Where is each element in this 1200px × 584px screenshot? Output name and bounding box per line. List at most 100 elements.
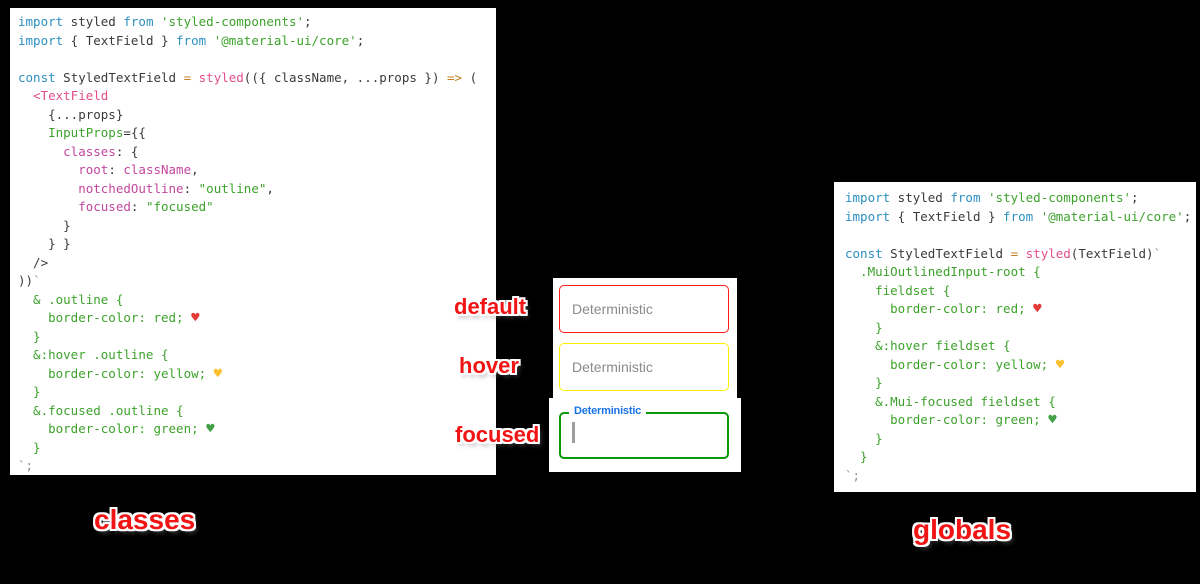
code-token: StyledTextField [55, 69, 184, 85]
code-line: import styled from 'styled-components'; [18, 13, 496, 32]
code-token: { TextField } [63, 32, 177, 48]
code-token: `; [845, 467, 861, 483]
code-line: } [845, 430, 1196, 449]
code-line: border-color: yellow; ♥ [845, 356, 1196, 375]
code-token: ; [1183, 208, 1192, 224]
code-token: { TextField } [890, 208, 1004, 224]
code-token: } [18, 217, 71, 233]
code-line: border-color: yellow; ♥ [18, 365, 496, 384]
code-token [206, 33, 214, 48]
code-token: &.focused .outline { [18, 402, 184, 418]
code-token: &.Mui-focused fieldset { [845, 393, 1056, 409]
code-token: StyledTextField [882, 245, 1011, 261]
code-token: classes [18, 143, 116, 159]
code-line: const StyledTextField = styled(TextField… [845, 245, 1196, 264]
code-token: ; [304, 14, 312, 29]
code-token: "focused" [145, 199, 214, 214]
code-token: styled [1025, 245, 1071, 261]
code-token: border-color: yellow; [845, 356, 1056, 372]
code-token: '@material-ui/core' [213, 32, 357, 48]
code-line: border-color: green; ♥ [18, 420, 496, 439]
textfield-default-input[interactable] [560, 286, 728, 332]
textfield-focused[interactable]: Deterministic [559, 405, 729, 459]
text-caret [572, 422, 575, 443]
code-line: import { TextField } from '@material-ui/… [18, 32, 496, 51]
code-token: => [447, 69, 463, 85]
code-token: : { [115, 143, 139, 159]
code-token: 'styled-components' [988, 190, 1132, 205]
code-token: border-color: red; [845, 301, 1034, 316]
code-token [1018, 246, 1026, 261]
heart-icon: ♥ [1048, 412, 1057, 428]
code-line: {...props} [18, 106, 496, 125]
code-token: InputProps [18, 125, 124, 140]
code-line [18, 50, 496, 69]
code-token: , [266, 180, 274, 196]
textfield-hover-input[interactable] [560, 344, 728, 390]
code-token: border-color: green; [18, 421, 207, 436]
code-token: fieldset { [845, 282, 951, 298]
code-token: styled [63, 14, 124, 29]
textfield-hover[interactable] [559, 343, 729, 391]
code-line: } [18, 217, 496, 236]
code-token: } [18, 439, 41, 455]
code-line: } [18, 439, 496, 458]
code-token: ; [356, 32, 365, 48]
code-token: : [183, 180, 199, 196]
code-line: fieldset { [845, 282, 1196, 301]
code-line: &:hover .outline { [18, 346, 496, 365]
code-line: } [18, 328, 496, 347]
code-line: `; [845, 467, 1196, 486]
code-line: &.Mui-focused fieldset { [845, 393, 1196, 412]
heart-icon: ♥ [1055, 356, 1065, 373]
code-token: } [845, 319, 883, 335]
code-line: import { TextField } from '@material-ui/… [845, 208, 1196, 227]
section-label-globals: globals [913, 514, 1012, 545]
code-token: border-color: yellow; [18, 365, 214, 381]
code-token: notchedOutline [18, 180, 184, 196]
code-token: root [18, 162, 109, 177]
code-token [980, 190, 988, 205]
code-token: import [18, 32, 64, 48]
textfield-default[interactable] [559, 285, 729, 333]
code-line: ))` [18, 272, 496, 291]
code-token [1033, 209, 1041, 224]
code-token: : [108, 162, 124, 177]
code-panel-globals: import styled from 'styled-components';i… [834, 182, 1196, 492]
code-token [191, 70, 199, 85]
code-token: import [845, 208, 891, 224]
code-line: } [845, 374, 1196, 393]
code-line: & .outline { [18, 291, 496, 310]
code-token: from [176, 32, 207, 48]
section-label-classes: classes [94, 504, 196, 535]
state-label-focused: focused [455, 422, 540, 447]
code-token: from [950, 190, 981, 205]
code-line: `; [18, 457, 496, 476]
state-label-default: default [454, 294, 527, 319]
code-line: focused: "focused" [18, 198, 496, 217]
code-token: /> [18, 254, 49, 270]
textfield-focused-input[interactable] [561, 414, 727, 457]
code-token: border-color: green; [845, 412, 1049, 427]
state-label-hover: hover [459, 353, 519, 378]
code-token: )) [18, 273, 34, 288]
code-token: } [845, 430, 883, 446]
code-token: <TextField [18, 88, 109, 103]
heart-icon: ♥ [1033, 301, 1042, 317]
textfield-demo-panel-top [553, 278, 737, 398]
code-line: .MuiOutlinedInput-root { [845, 263, 1196, 282]
code-token: (({ className, ...props }) [243, 69, 447, 85]
code-token: styled [890, 190, 951, 205]
code-token: = [183, 69, 192, 85]
code-token: `; [18, 458, 34, 473]
code-token: = [1010, 245, 1019, 261]
code-token [153, 14, 161, 29]
code-token: &:hover fieldset { [845, 338, 1011, 353]
textfield-focused-label: Deterministic [569, 405, 647, 417]
code-token: {...props} [18, 106, 124, 122]
code-line: import styled from 'styled-components'; [845, 189, 1196, 208]
heart-icon: ♥ [213, 365, 223, 382]
code-line: border-color: red; ♥ [845, 300, 1196, 319]
code-token: , [191, 162, 199, 177]
code-line: } [18, 383, 496, 402]
